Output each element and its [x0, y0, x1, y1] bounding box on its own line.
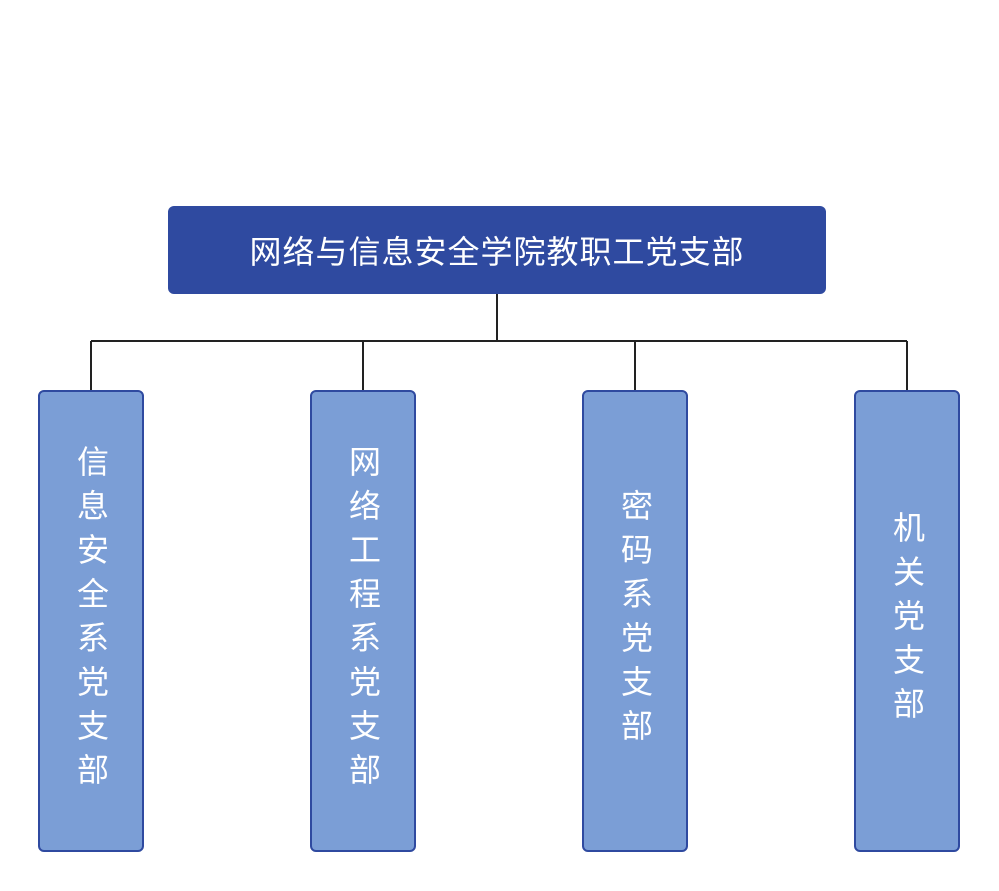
root-node-label: 网络与信息安全学院教职工党支部	[249, 233, 745, 271]
branch-node-label: 信息安全系党支部	[72, 445, 110, 797]
branch-node-label: 机关党支部	[888, 511, 926, 731]
branch-node-2: 网络工程系党支部	[310, 390, 416, 852]
branch-node-1: 信息安全系党支部	[38, 390, 144, 852]
branch-node-3: 密码系党支部	[582, 390, 688, 852]
branch-node-label: 密码系党支部	[616, 489, 654, 753]
branch-node-4: 机关党支部	[854, 390, 960, 852]
root-node: 网络与信息安全学院教职工党支部	[168, 206, 826, 294]
branch-node-label: 网络工程系党支部	[344, 445, 382, 797]
